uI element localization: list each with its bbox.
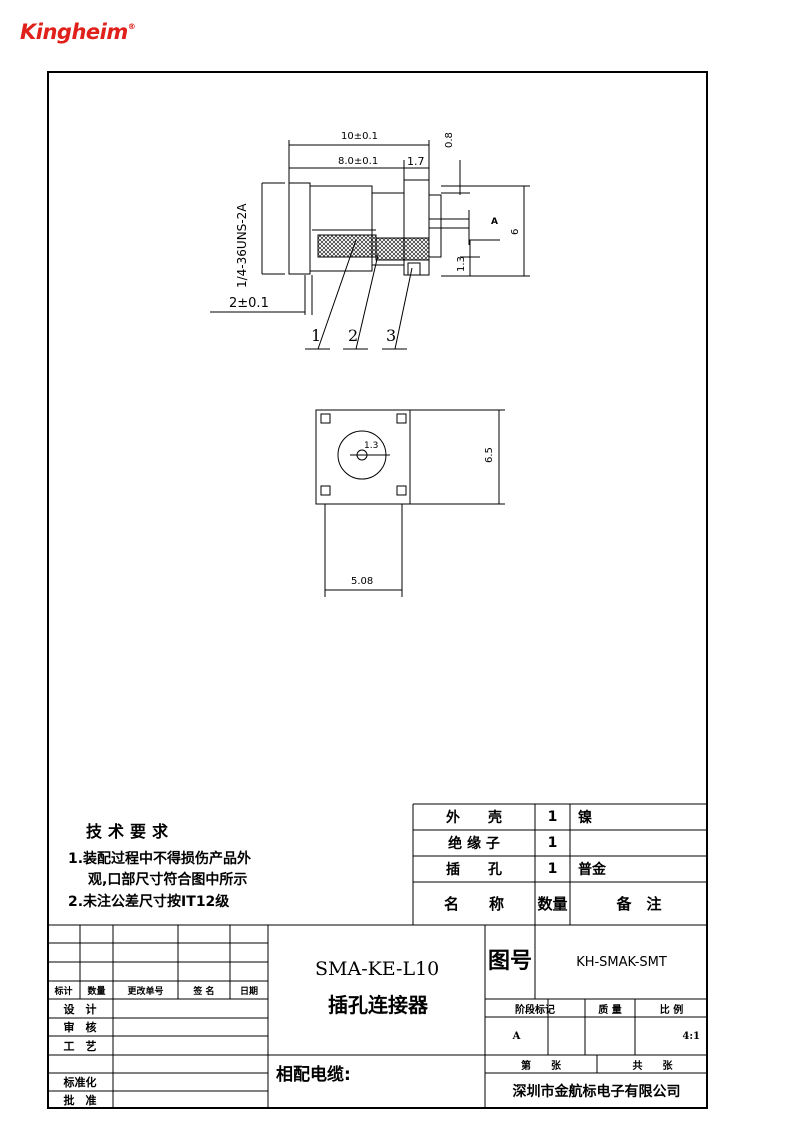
- rev-header-mark: 标计: [54, 986, 73, 997]
- bom-name-0: 外 壳: [446, 810, 502, 826]
- bom-note-0: 镍: [578, 810, 592, 826]
- dim-length-10: 10±0.1: [341, 131, 379, 142]
- rev-header-date: 日期: [239, 986, 258, 997]
- dim-1-3-side: 1.3: [456, 256, 467, 272]
- drawing-no: KH-SMAK-SMT: [576, 954, 667, 970]
- role-design: 设 计: [63, 1002, 97, 1016]
- bom-name-2: 插 孔: [446, 862, 502, 878]
- tech-line-2: 2.未注公差尺寸按IT12级: [68, 894, 230, 910]
- bom-name-1: 绝 缘 子: [448, 836, 500, 852]
- front-view: [315, 409, 505, 597]
- dim-length-8: 8.0±0.1: [338, 156, 379, 167]
- tech-title: 技术要求: [86, 822, 175, 841]
- drawing-frame: [47, 71, 708, 1109]
- stage-value: A: [512, 1030, 521, 1042]
- rev-header-sign: 签 名: [193, 986, 215, 997]
- dim-1-7: 1.7: [407, 155, 425, 168]
- bom-note-2: 普金: [578, 862, 606, 878]
- callout-1: 1: [311, 326, 322, 345]
- dim-a: A: [491, 217, 498, 227]
- dim-6-5: 6.5: [484, 447, 495, 463]
- bom-header-qty: 数量: [537, 895, 568, 913]
- company-name: 深圳市金航标电子有限公司: [512, 1084, 681, 1100]
- product-name: 插孔连接器: [328, 993, 428, 1017]
- dim-thread: 1/4-36UNS-2A: [235, 203, 249, 288]
- registered-mark: ®: [127, 22, 136, 31]
- drawing-no-label: 图号: [487, 949, 532, 974]
- bom-header-note: 备 注: [616, 895, 662, 913]
- rev-header-qty: 数量: [87, 986, 106, 997]
- dim-1-3-front: 1.3: [364, 441, 379, 451]
- scale-label: 比 例: [659, 1004, 684, 1016]
- sheet-label: 第 张: [521, 1060, 561, 1072]
- total-sheets-label: 共 张: [632, 1060, 673, 1072]
- bom-qty-1: 1: [547, 835, 558, 851]
- tech-line-1b: 观,口部尺寸符合图中所示: [88, 872, 248, 888]
- title-block-grid: [47, 924, 708, 1109]
- brand-logo: Kingheim®: [20, 20, 136, 44]
- rev-header-change: 更改单号: [127, 986, 164, 997]
- dim-6: 6: [510, 228, 521, 235]
- side-view: [210, 140, 530, 350]
- callout-2: 2: [348, 326, 359, 345]
- brand-name: Kingheim: [20, 20, 128, 44]
- dim-2: 2±0.1: [229, 296, 269, 311]
- stage-label: 阶段标记: [515, 1004, 555, 1016]
- role-process: 工 艺: [63, 1039, 97, 1053]
- callout-3: 3: [386, 326, 397, 345]
- scale-value: 4:1: [682, 1030, 700, 1042]
- role-review: 审 核: [63, 1021, 97, 1034]
- dim-0-8: 0.8: [444, 132, 455, 148]
- model-name: SMA-KE-L10: [315, 958, 440, 980]
- dim-5-08: 5.08: [351, 576, 374, 587]
- bom-qty-2: 1: [547, 861, 558, 877]
- bom-grid: [412, 803, 708, 925]
- cable-label: 相配电缆:: [276, 1065, 351, 1085]
- tech-line-1: 1.装配过程中不得损伤产品外: [68, 851, 252, 867]
- role-standard: 标准化: [63, 1076, 97, 1089]
- bom-qty-0: 1: [547, 809, 558, 825]
- weight-label: 质 量: [598, 1004, 622, 1016]
- bom-header-name: 名 称: [443, 895, 504, 913]
- role-approve: 批 准: [63, 1094, 97, 1107]
